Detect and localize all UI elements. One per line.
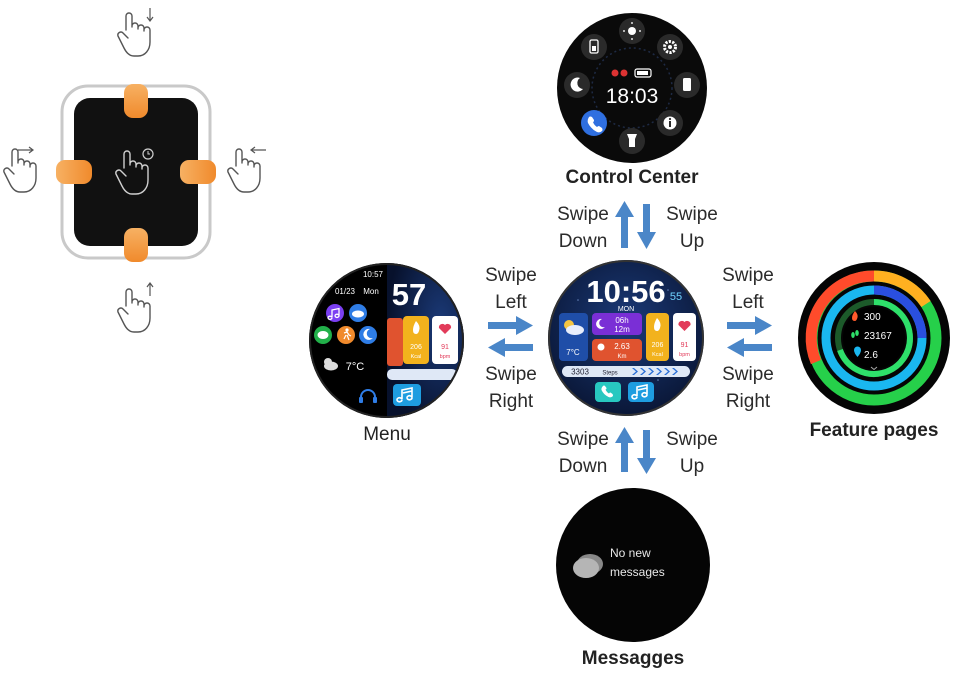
arrow-down-to-messages (637, 430, 656, 474)
caption-control-center: Control Center (565, 167, 699, 188)
gesture-illustration (0, 0, 280, 340)
control-center-time: 18:03 (606, 85, 659, 108)
main-seconds: 55 (670, 291, 682, 303)
arrow-right-from-menu (488, 316, 533, 335)
long-press-hand-icon (115, 148, 154, 195)
gear-icon (657, 34, 683, 60)
main-heart-rate-value: 91 (681, 342, 689, 349)
main-sleep-hours: 06h (615, 316, 628, 325)
weather-app-icon (349, 304, 367, 322)
caption-messages: Messagges (581, 648, 685, 669)
messages-app-icon (314, 326, 332, 344)
flashlight-icon (619, 128, 645, 154)
right-arrow-icon (18, 146, 34, 154)
top-touch-pad (124, 84, 148, 118)
down-arrow-icon (146, 8, 154, 22)
brightness-icon (619, 18, 645, 44)
menu-temperature: 7°C (346, 361, 365, 373)
main-heart-rate-unit: bpm (679, 352, 690, 358)
battery-icon (581, 34, 607, 60)
footsteps-icon (851, 330, 859, 338)
main-day: MON (618, 306, 634, 313)
chat-bubbles-icon (573, 554, 603, 578)
arrow-up-from-messages (615, 427, 634, 472)
label-swipe-left-right: Swipe Left (722, 265, 774, 313)
messages-text-line1: No new (610, 546, 651, 560)
main-steps-value: 3303 (571, 368, 589, 377)
main-sleep-minutes: 12m (614, 325, 630, 334)
left-touch-pad (56, 160, 92, 184)
control-center-watch[interactable]: 18:03 (557, 13, 707, 163)
info-icon (657, 110, 683, 136)
up-arrow-icon (146, 282, 154, 296)
messages-watch[interactable]: No new messages (556, 488, 710, 642)
bottom-touch-pad (124, 228, 148, 262)
menu-heart-rate-unit: bpm (440, 354, 451, 360)
music-app-icon (326, 304, 344, 322)
fire-icon (852, 311, 858, 321)
arrow-left-from-feature (727, 338, 772, 357)
main-distance-value: 2.63 (614, 342, 630, 351)
label-swipe-left-left: Swipe Left (485, 265, 537, 313)
main-calories-value: 206 (652, 342, 664, 349)
left-arrow-icon (250, 146, 266, 154)
menu-calories-value: 206 (410, 344, 422, 351)
main-watch-face[interactable]: 10:56 55 MON 7°C 06h 12m 2.63 Km 206 Kca… (548, 260, 704, 416)
headphones-icon (359, 389, 377, 403)
moon-icon (564, 72, 590, 98)
arrow-left-to-menu (488, 338, 533, 357)
menu-time: 10:57 (363, 270, 384, 279)
location-icon (854, 346, 861, 357)
music-icon (628, 382, 654, 402)
main-distance-unit: Km (618, 354, 627, 360)
main-calories-unit: Kcal (652, 352, 663, 358)
feature-pages-watch[interactable]: 300 23167 2.6 (798, 262, 950, 414)
feature-distance: 2.6 (864, 350, 878, 361)
main-steps-unit: Steps (602, 371, 617, 377)
menu-calories-unit: Kcal (411, 354, 422, 360)
call-icon (595, 382, 621, 402)
arrow-right-to-feature (727, 316, 772, 335)
feature-steps: 23167 (864, 331, 892, 342)
label-swipe-down-top: Swipe Down (557, 204, 609, 252)
menu-watch[interactable]: 57 206 Kcal 91 bpm 10:57 01/23 Mon 7°C (309, 263, 464, 418)
caption-menu: Menu (363, 424, 411, 445)
label-swipe-up-top: Swipe Up (666, 204, 718, 252)
main-temperature: 7°C (566, 348, 580, 357)
menu-big-time: 57 (392, 277, 426, 312)
right-touch-pad (180, 160, 216, 184)
label-swipe-right-left: Swipe Right (485, 364, 537, 412)
label-swipe-down-bottom: Swipe Down (557, 429, 609, 477)
arrow-up-to-control-center (615, 201, 634, 248)
watch-screen (74, 98, 198, 246)
menu-heart-rate-value: 91 (441, 344, 449, 351)
sleep-app-icon (359, 326, 377, 344)
cloud-icon (324, 358, 338, 371)
workout-app-icon (337, 326, 355, 344)
caption-feature-pages: Feature pages (809, 420, 939, 441)
chevron-down-icon (870, 366, 878, 371)
call-icon (581, 110, 607, 136)
phone-device-icon (674, 72, 700, 98)
messages-text-line2: messages (610, 565, 665, 579)
music-icon (393, 384, 421, 406)
feature-calories: 300 (864, 312, 881, 323)
label-swipe-right-right: Swipe Right (722, 364, 774, 412)
arrow-down-from-control-center (637, 204, 656, 249)
menu-date: 01/23 (335, 287, 356, 296)
main-time: 10:56 (586, 274, 665, 309)
menu-day: Mon (363, 287, 379, 296)
label-swipe-up-bottom: Swipe Up (666, 429, 718, 477)
